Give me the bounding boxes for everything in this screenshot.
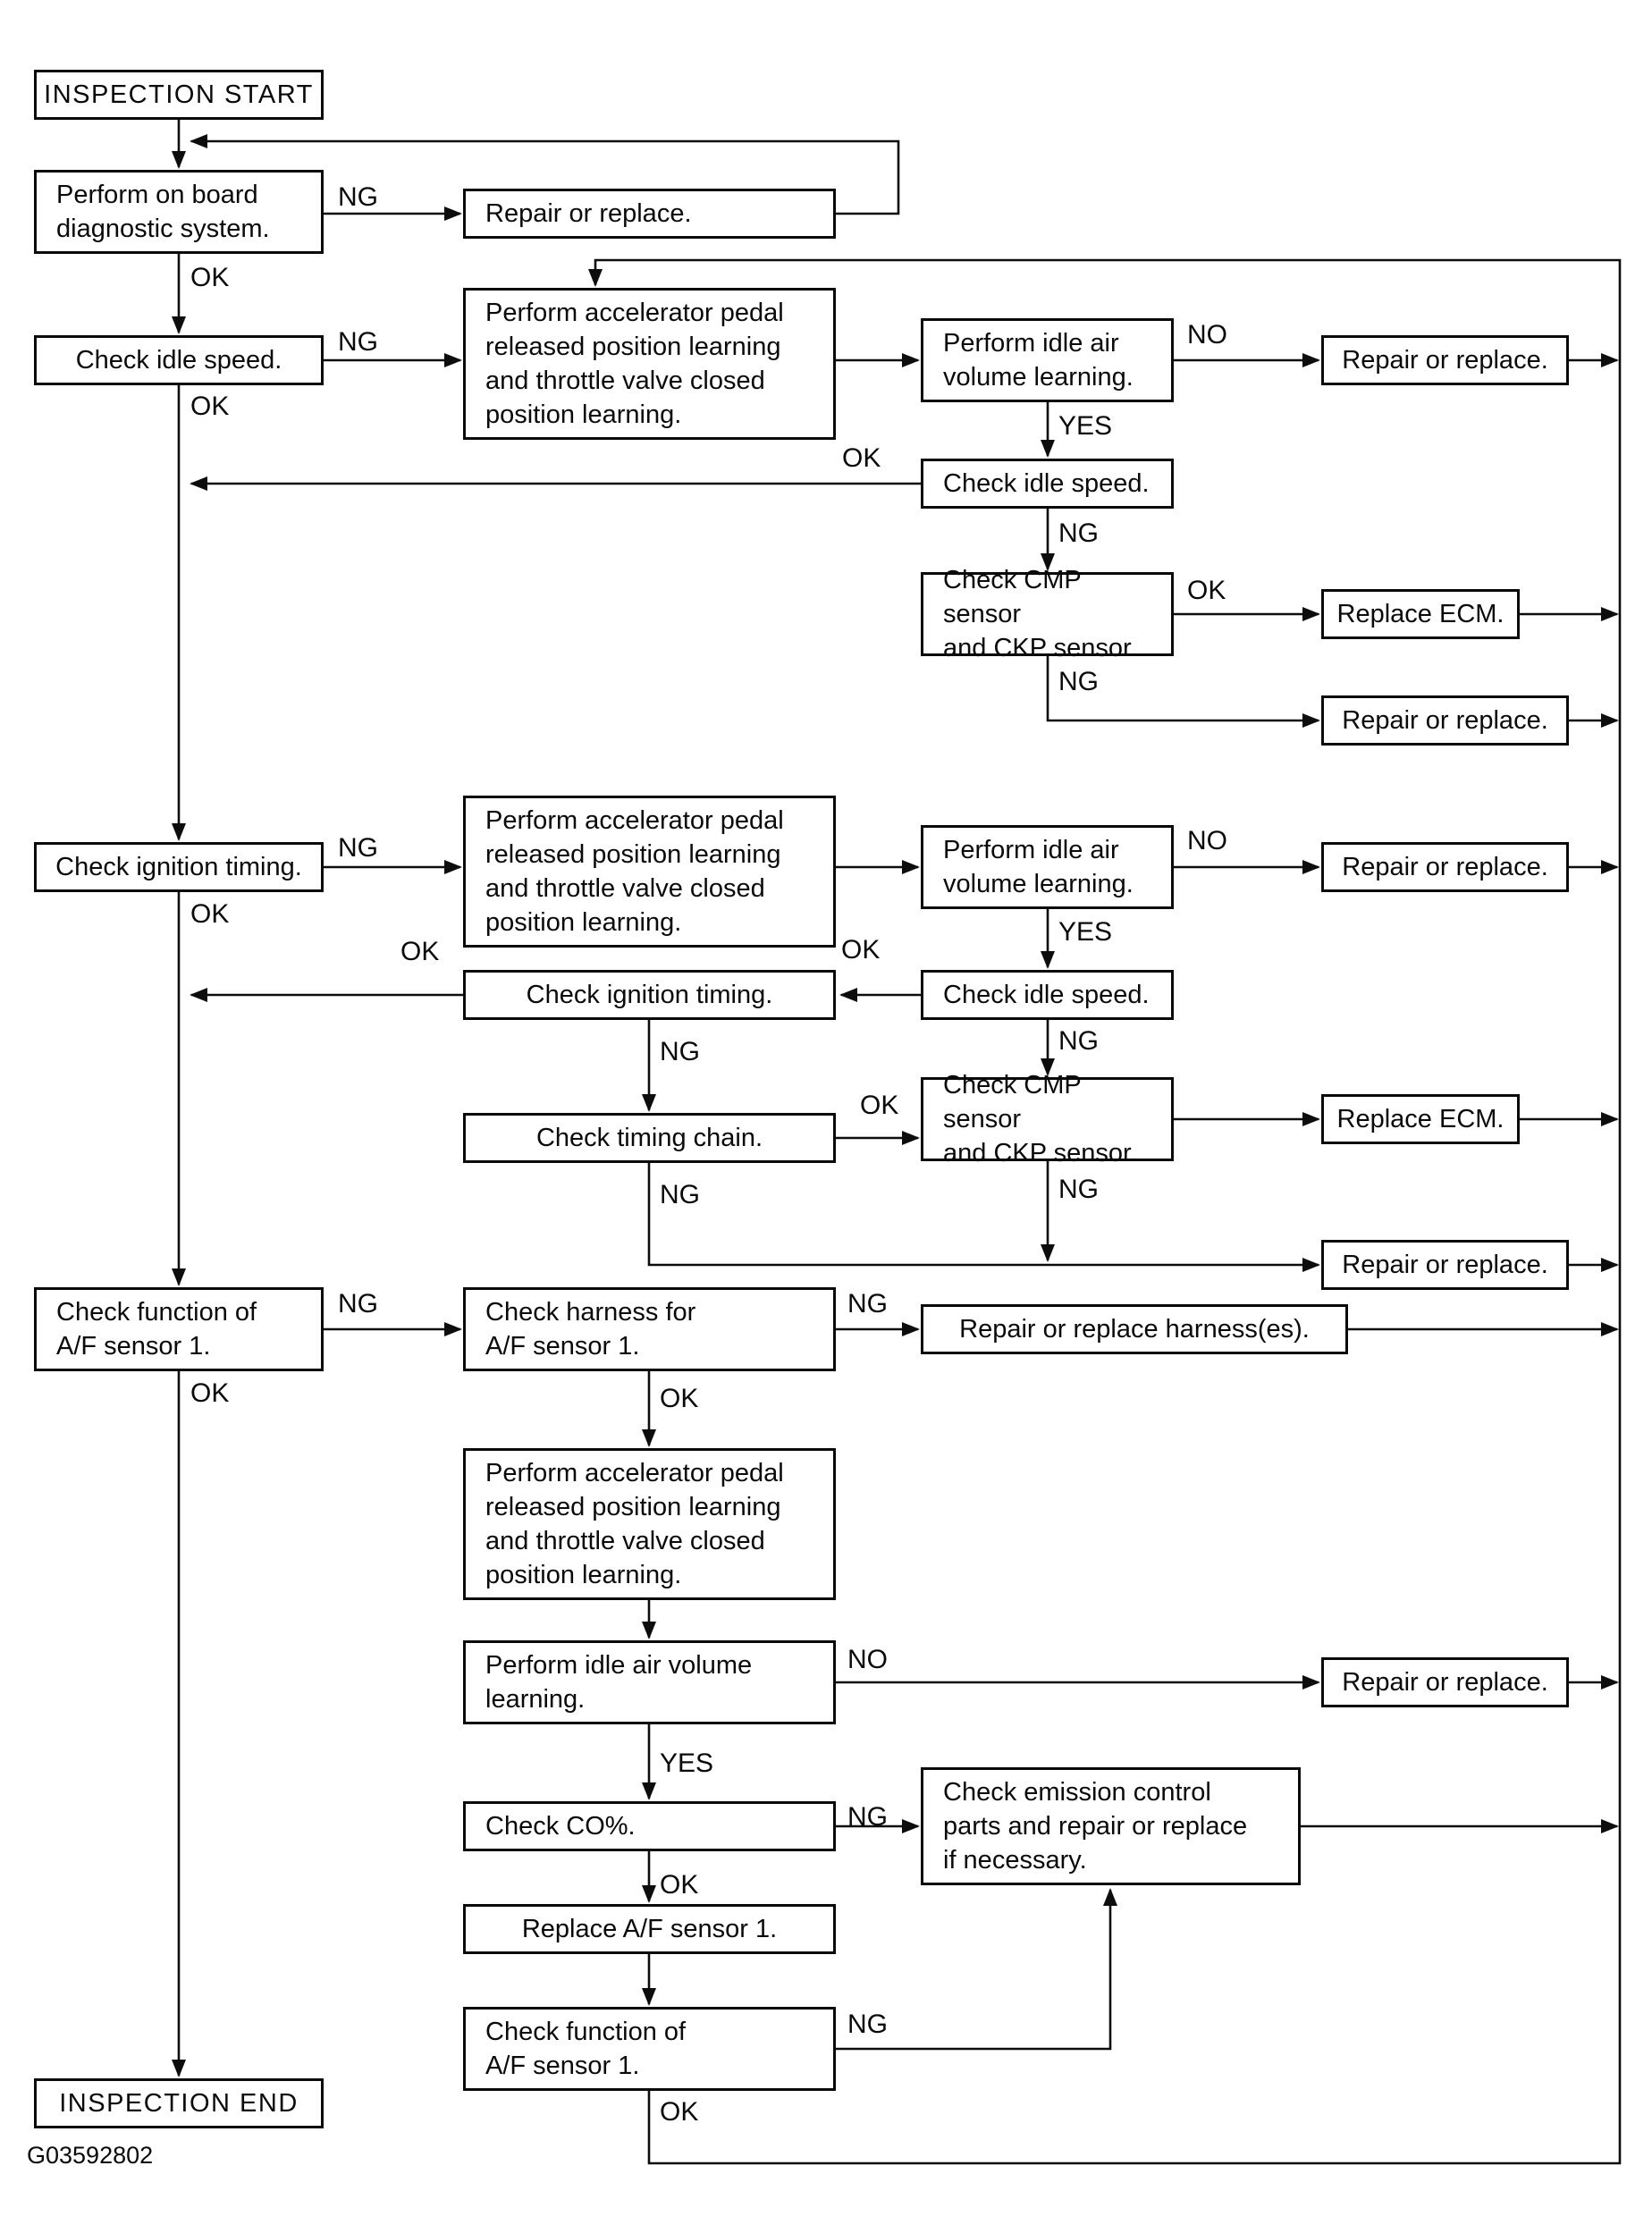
- edge-label-ok-3: OK: [190, 392, 230, 421]
- edge-label-no-4: NO: [1187, 320, 1227, 350]
- flow-node-ign-timing-2: Check ignition timing.: [463, 970, 836, 1020]
- edge-label-ng-17: NG: [660, 1037, 700, 1066]
- edge-label-ng-29: NG: [847, 2010, 888, 2039]
- flow-node-repair-5: Repair or replace.: [1321, 1657, 1569, 1707]
- edge-label-ng-19: NG: [660, 1180, 700, 1209]
- connector-1: [190, 134, 900, 215]
- flow-node-timing-chain: Check timing chain.: [463, 1113, 836, 1163]
- flow-node-repair-4: Repair or replace.: [1321, 1240, 1569, 1290]
- flow-node-repair-3: Repair or replace.: [1321, 842, 1569, 892]
- edge-label-ng-0: NG: [338, 182, 378, 212]
- edge-label-no-25: NO: [847, 1645, 888, 1674]
- edge-label-ng-9: NG: [1058, 667, 1099, 696]
- flow-node-accel-learn-1: Perform accelerator pedal released posit…: [463, 288, 836, 440]
- edge-label-ok-30: OK: [660, 2097, 699, 2127]
- flow-node-onboard: Perform on board diagnostic system.: [34, 170, 324, 254]
- edge-label-ng-21: NG: [338, 1289, 378, 1319]
- connector-13: [1046, 656, 1320, 728]
- flow-node-accel-learn-3: Perform accelerator pedal released posit…: [463, 1448, 836, 1600]
- flow-node-cmp-sensor-2: Check CMP sensor and CKP sensor.: [921, 1071, 1174, 1167]
- edge-label-ng-10: NG: [338, 833, 378, 863]
- flow-node-co-check: Check CO%.: [463, 1801, 836, 1851]
- edge-label-ok-6: OK: [842, 443, 881, 473]
- edge-label-ok-18: OK: [860, 1091, 899, 1120]
- flow-node-idle-air-2: Perform idle air volume learning.: [921, 825, 1174, 909]
- flow-node-af-harness: Check harness for A/F sensor 1.: [463, 1287, 836, 1371]
- flow-node-end: INSPECTION END: [34, 2078, 324, 2128]
- flow-node-idle-speed-3: Check idle speed.: [921, 970, 1174, 1020]
- edge-label-ok-1: OK: [190, 263, 230, 292]
- edge-label-ok-24: OK: [660, 1384, 699, 1413]
- flow-node-replace-ecm-1: Replace ECM.: [1321, 589, 1520, 639]
- flow-node-harness-repair: Repair or replace harness(es).: [921, 1304, 1348, 1354]
- edge-label-ok-14: OK: [841, 935, 881, 965]
- edge-label-ng-27: NG: [847, 1802, 888, 1832]
- flow-node-idle-speed-2: Check idle speed.: [921, 459, 1174, 509]
- flow-node-af-func-2: Check function of A/F sensor 1.: [463, 2007, 836, 2091]
- flow-node-accel-learn-2: Perform accelerator pedal released posit…: [463, 796, 836, 948]
- edge-label-ng-16: NG: [1058, 1026, 1099, 1056]
- flow-node-replace-af: Replace A/F sensor 1.: [463, 1904, 836, 1954]
- flow-node-idle-air-3: Perform idle air volume learning.: [463, 1640, 836, 1724]
- flow-node-idle-air-1: Perform idle air volume learning.: [921, 318, 1174, 402]
- flow-node-repair-2: Repair or replace.: [1321, 335, 1569, 385]
- edge-label-ok-28: OK: [660, 1870, 699, 1900]
- edge-label-ok-15: OK: [400, 937, 440, 966]
- flow-node-af-func-1: Check function of A/F sensor 1.: [34, 1287, 324, 1371]
- flow-node-repair-1: Repair or replace.: [463, 189, 836, 239]
- edge-label-yes-5: YES: [1058, 411, 1113, 441]
- edge-label-ng-2: NG: [338, 327, 378, 357]
- connector-44: [836, 1888, 1117, 2051]
- edge-label-yes-26: YES: [660, 1748, 714, 1778]
- flow-node-start: INSPECTION START: [34, 70, 324, 120]
- flow-node-ign-timing-1: Check ignition timing.: [34, 842, 324, 892]
- edge-label-ok-11: OK: [190, 899, 230, 929]
- flow-node-repair-cmp-1: Repair or replace.: [1321, 695, 1569, 746]
- flow-node-cmp-sensor-1: Check CMP sensor and CKP sensor.: [921, 566, 1174, 662]
- edge-label-ng-7: NG: [1058, 518, 1099, 548]
- edge-label-ng-20: NG: [1058, 1175, 1099, 1204]
- edge-label-ng-23: NG: [847, 1289, 888, 1319]
- connector-45: [588, 258, 1622, 2165]
- edge-label-no-12: NO: [1187, 826, 1227, 855]
- flow-node-replace-ecm-2: Replace ECM.: [1321, 1094, 1520, 1144]
- edge-label-yes-13: YES: [1058, 917, 1113, 947]
- connector-29: [647, 1163, 1320, 1272]
- edge-label-ok-8: OK: [1187, 576, 1226, 605]
- edge-label-ok-22: OK: [190, 1378, 230, 1408]
- flow-node-emission: Check emission control parts and repair …: [921, 1767, 1301, 1885]
- flow-node-idle-speed-1: Check idle speed.: [34, 335, 324, 385]
- figure-code: G03592802: [27, 2142, 154, 2169]
